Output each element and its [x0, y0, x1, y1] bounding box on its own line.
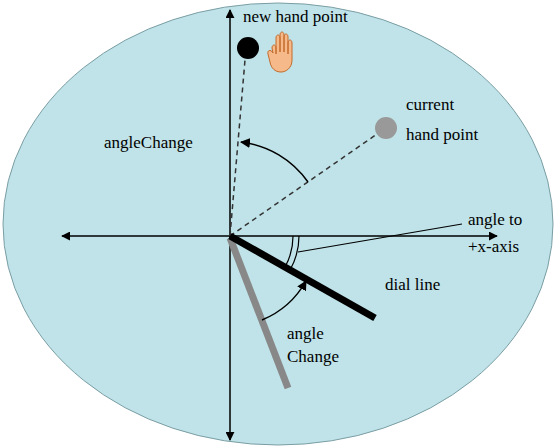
angle-label: angle Change: [287, 322, 345, 368]
leader-line: [298, 224, 462, 252]
dashed-ray: [230, 60, 245, 236]
dashed-ray: [230, 134, 377, 236]
hand-icon: [268, 32, 292, 72]
angle-mark: [290, 236, 299, 270]
current-hand-dot: [375, 117, 397, 139]
angle-arc: [262, 281, 306, 320]
angle-mark: [285, 236, 293, 267]
line-label: dial line: [385, 274, 440, 296]
point-label: new hand point: [243, 6, 348, 28]
dial-line: [230, 236, 375, 318]
new-hand-dot: [237, 37, 259, 59]
x-axis: [62, 235, 497, 237]
dial-circle: [3, 3, 553, 445]
angle-label: angle to +x-axis: [468, 206, 540, 260]
angle-arc: [241, 142, 308, 182]
point-label: current hand point: [406, 90, 486, 150]
angle-label: angleChange: [104, 132, 193, 154]
